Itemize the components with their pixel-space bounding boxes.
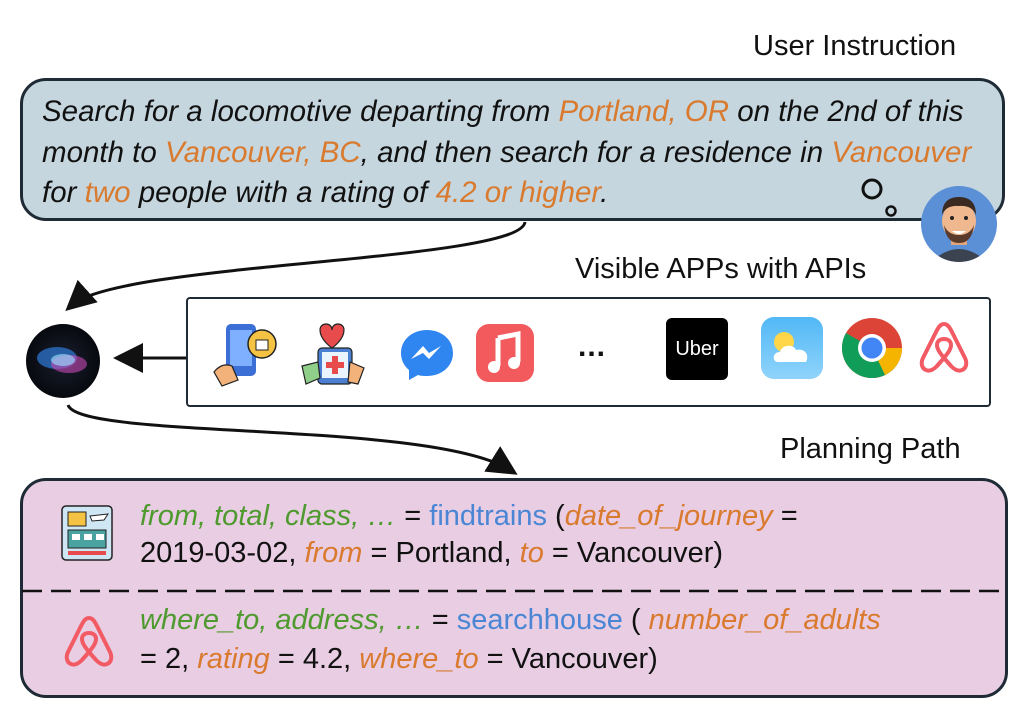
train-call-line-2: 2019-03-02, from = Portland, to = Vancou… <box>140 537 724 569</box>
music-icon <box>476 324 534 382</box>
instruction-to-assistant-arrow <box>65 221 527 311</box>
assistant-to-plan-arrow <box>66 404 518 475</box>
airbnb-plan-icon <box>64 616 114 667</box>
shopping-app-icon <box>213 324 277 387</box>
train-ticket-icon <box>61 505 113 561</box>
chrome-icon <box>841 318 902 379</box>
user-instruction-heading: User Instruction <box>753 30 957 62</box>
instruction-text: Search for a locomotive departing from P… <box>42 95 972 209</box>
uber-icon: Uber <box>666 318 728 380</box>
planning-path-heading: Planning Path <box>780 433 961 465</box>
plan-divider <box>22 589 1006 593</box>
instruction-box <box>20 78 1005 221</box>
messenger-icon <box>401 330 453 380</box>
more-apps-ellipsis: ... <box>578 330 607 363</box>
train-call-line-1: from, total, class, … = findtrains (date… <box>140 500 798 532</box>
thought-bubble-icon <box>861 178 897 217</box>
siri-assistant-icon <box>26 324 100 398</box>
weather-icon <box>761 317 823 379</box>
house-call-line-1: where_to, address, … = searchhouse ( num… <box>140 604 881 636</box>
health-app-icon <box>301 323 365 385</box>
user-avatar-icon <box>921 186 997 262</box>
house-call-line-2: = 2, rating = 4.2, where_to = Vancouver) <box>140 643 658 675</box>
planning-path-box <box>20 478 1008 698</box>
airbnb-icon <box>919 322 969 373</box>
visible-apps-heading: Visible APPs with APIs <box>575 253 867 285</box>
